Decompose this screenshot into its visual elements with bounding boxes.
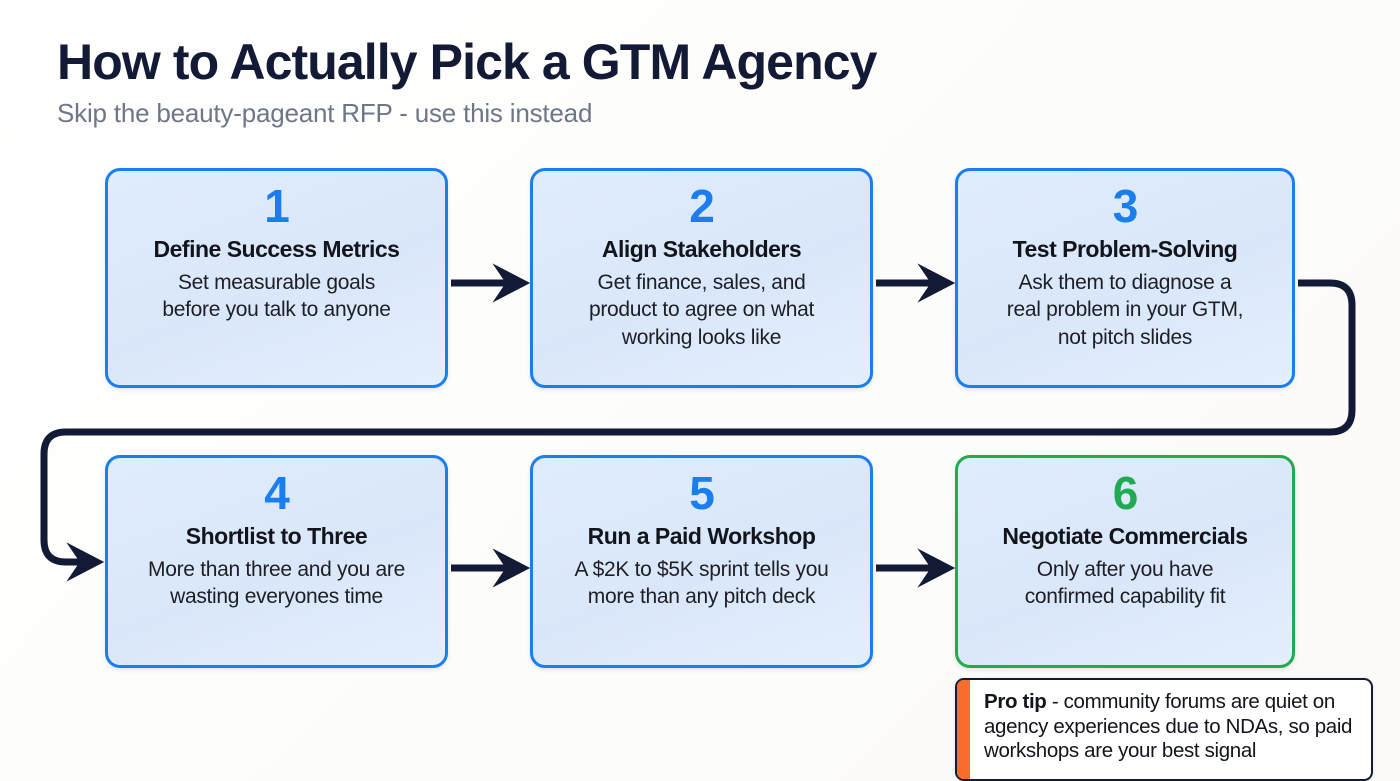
step-description: More than three and you are wasting ever… xyxy=(148,557,405,609)
step-number: 1 xyxy=(264,180,290,232)
pro-tip-accent-bar xyxy=(957,680,970,779)
step-number: 3 xyxy=(1112,180,1139,232)
pro-tip-callout: Pro tip - community forums are quiet on … xyxy=(955,678,1373,781)
step-title: Test Problem-Solving xyxy=(1012,235,1238,262)
step-description: A $2K to $5K sprint tells you more than … xyxy=(574,557,829,609)
page-title: How to Actually Pick a GTM Agency xyxy=(57,34,877,90)
step-card-6[interactable]: 6 Negotiate Commercials Only after you h… xyxy=(955,455,1295,668)
header: How to Actually Pick a GTM Agency Skip t… xyxy=(57,36,1057,128)
step-number: 5 xyxy=(689,467,715,519)
pro-tip-body: Pro tip - community forums are quiet on … xyxy=(970,680,1371,779)
step-description: Only after you have confirmed capability… xyxy=(1024,557,1226,609)
step-card-5[interactable]: 5 Run a Paid Workshop A $2K to $5K sprin… xyxy=(530,455,873,668)
step-card-2[interactable]: 2 Align Stakeholders Get finance, sales,… xyxy=(530,168,873,388)
step-card-3[interactable]: 3 Test Problem-Solving Ask them to diagn… xyxy=(955,168,1295,388)
step-title: Negotiate Commercials xyxy=(1002,522,1248,549)
pro-tip-label: Pro tip xyxy=(984,690,1047,713)
step-number: 4 xyxy=(264,467,290,519)
step-title: Shortlist to Three xyxy=(185,522,368,549)
step-description: Ask them to diagnose a real problem in y… xyxy=(1006,270,1244,350)
step-description: Set measurable goals before you talk to … xyxy=(162,270,391,322)
step-title: Define Success Metrics xyxy=(153,235,400,262)
step-card-4[interactable]: 4 Shortlist to Three More than three and… xyxy=(105,455,448,668)
step-card-1[interactable]: 1 Define Success Metrics Set measurable … xyxy=(105,168,448,388)
step-number: 6 xyxy=(1112,467,1139,519)
page-subtitle: Skip the beauty-pageant RFP - use this i… xyxy=(57,98,593,128)
step-title: Run a Paid Workshop xyxy=(587,522,816,549)
step-title: Align Stakeholders xyxy=(601,235,802,262)
pro-tip-text: - community forums are quiet on agency e… xyxy=(984,690,1353,763)
step-number: 2 xyxy=(689,180,715,232)
step-description: Get finance, sales, and product to agree… xyxy=(588,270,815,350)
